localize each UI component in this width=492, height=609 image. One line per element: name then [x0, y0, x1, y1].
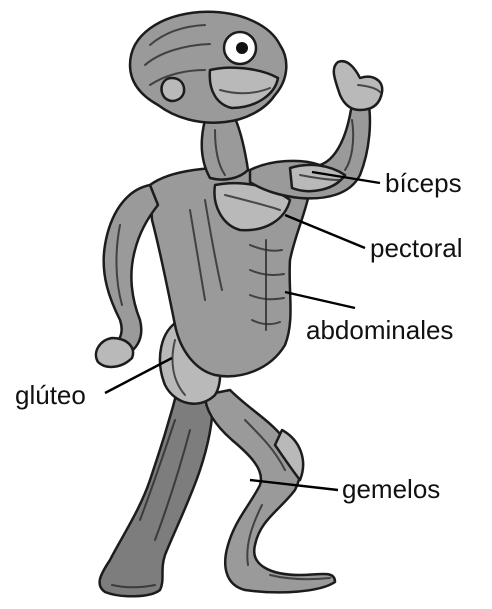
- pupil: [236, 42, 248, 54]
- label-biceps: bíceps: [385, 168, 462, 198]
- left-hand: [96, 338, 133, 367]
- leader-line-abdominales: [285, 292, 355, 308]
- label-gluteo: glúteo: [15, 380, 86, 410]
- left-arm: [104, 185, 158, 360]
- label-gemelos: gemelos: [342, 474, 440, 504]
- front-leg: [205, 390, 335, 592]
- label-pectoral: pectoral: [370, 233, 463, 263]
- ear: [161, 78, 184, 101]
- label-abdominales: abdominales: [306, 315, 453, 345]
- back-leg: [100, 380, 213, 596]
- head: [130, 12, 286, 123]
- neck: [202, 118, 248, 180]
